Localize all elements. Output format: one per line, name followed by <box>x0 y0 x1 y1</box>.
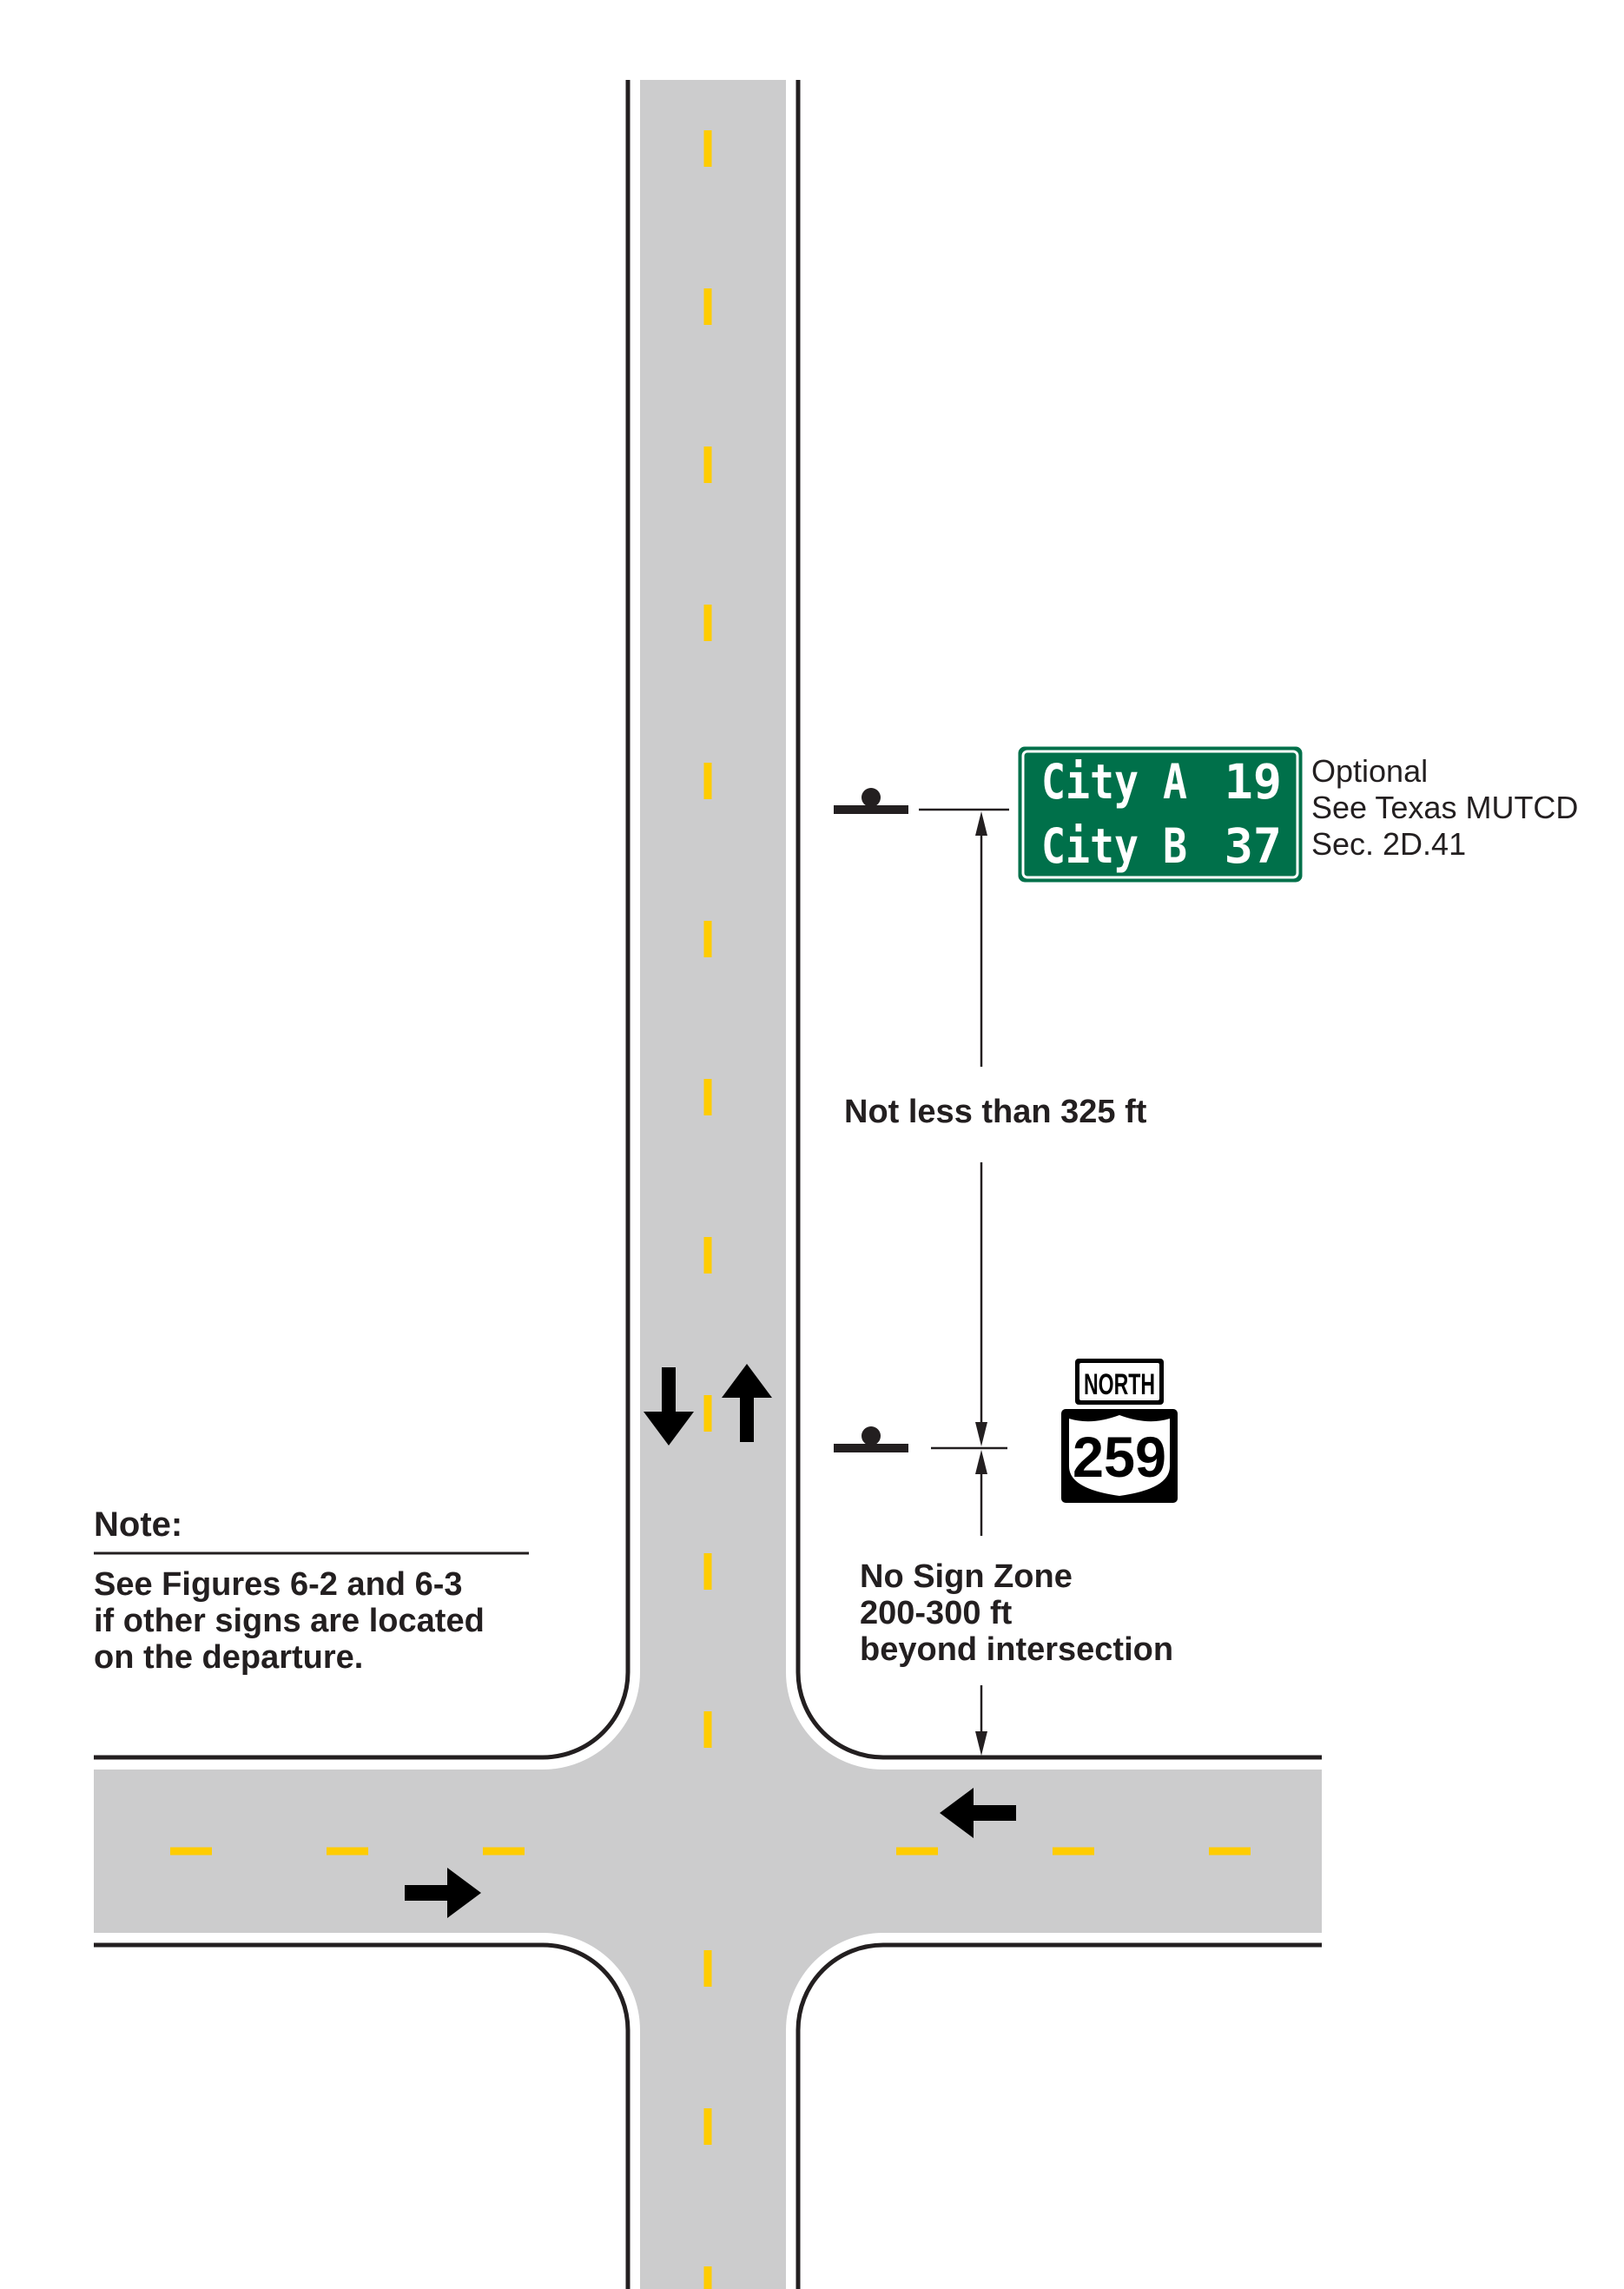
guide-sign-distance-2: 37 <box>1225 818 1282 874</box>
edge-southwest <box>94 1942 630 2289</box>
note-heading: Note: <box>94 1505 182 1544</box>
note-line-3: on the departure. <box>94 1639 363 1676</box>
guide-sign-note-line-1: Optional <box>1311 753 1428 789</box>
dimension-arrowheads <box>975 811 987 1756</box>
arrow-westbound <box>940 1788 1016 1838</box>
center-lines <box>170 130 1253 2289</box>
guide-sign-note: Optional See Texas MUTCD Sec. 2D.41 <box>1311 753 1578 862</box>
edge-northwest <box>94 80 630 1760</box>
guide-sign-city-2: City B <box>1041 818 1187 874</box>
guide-sign-distance-1: 19 <box>1225 754 1282 810</box>
note-line-2: if other signs are located <box>94 1603 485 1639</box>
no-sign-zone-line-1: No Sign Zone <box>860 1558 1073 1595</box>
dimension-label: Not less than 325 ft <box>844 1094 1147 1130</box>
guide-sign-panel <box>1017 745 1304 883</box>
arrow-southbound <box>644 1367 694 1446</box>
dimension-lines <box>919 808 1009 1733</box>
road-edges <box>94 80 1322 2289</box>
pavement <box>94 80 1322 2289</box>
route-number: 259 <box>1073 1425 1166 1489</box>
edge-northeast <box>795 80 1322 1760</box>
cardinal-plaque-inner <box>1079 1363 1159 1400</box>
sign-support-route-marker <box>834 1426 908 1452</box>
note-line-1: See Figures 6-2 and 6-3 <box>94 1566 463 1603</box>
arrowhead-up-route <box>975 1450 987 1474</box>
no-sign-zone-label: No Sign Zone 200-300 ft beyond intersect… <box>860 1558 1173 1668</box>
guide-sign-note-line-3: Sec. 2D.41 <box>1311 826 1466 862</box>
guide-sign-city-1: City A <box>1041 754 1187 810</box>
no-sign-zone-line-2: 200-300 ft <box>860 1595 1013 1631</box>
route-marker: NORTH 259 <box>1061 1359 1178 1503</box>
sign-support-guide <box>834 788 908 814</box>
sign-supports <box>834 788 908 1452</box>
guide-sign-border <box>1021 750 1299 879</box>
roadway <box>94 80 1322 2289</box>
arrow-northbound <box>722 1364 772 1442</box>
guide-sign-note-line-2: See Texas MUTCD <box>1311 790 1578 825</box>
us-route-shield <box>1069 1415 1170 1496</box>
cardinal-direction: NORTH <box>1084 1368 1155 1401</box>
no-sign-zone-line-3: beyond intersection <box>860 1631 1173 1668</box>
arrowhead-up-guide <box>975 811 987 836</box>
arrow-eastbound <box>405 1868 481 1918</box>
arrowhead-down-edge <box>975 1731 987 1756</box>
arrowhead-down-route <box>975 1422 987 1446</box>
guide-sign: City A 19 City B 37 <box>1017 745 1304 883</box>
traffic-arrows <box>405 1364 1016 1918</box>
edge-southeast <box>795 1942 1322 2289</box>
note-block: Note: See Figures 6-2 and 6-3 if other s… <box>94 1505 529 1676</box>
